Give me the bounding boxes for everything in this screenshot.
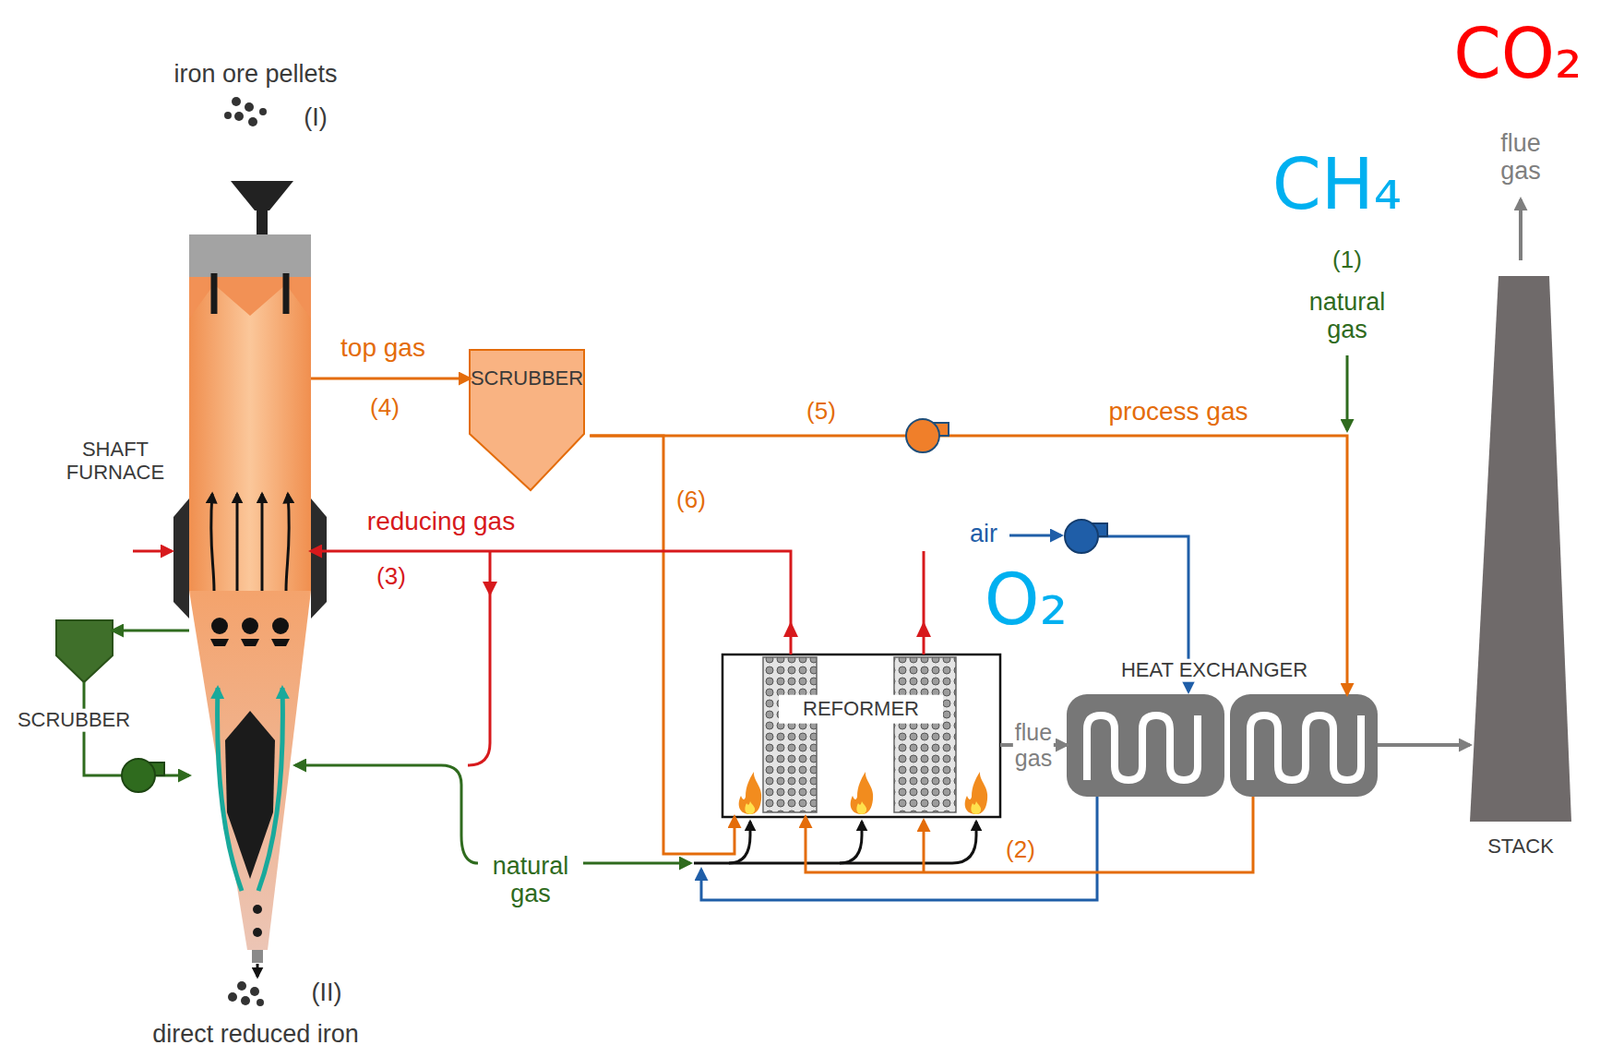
pellet-cluster — [224, 96, 267, 127]
flow-connector — [310, 377, 470, 381]
furnace-body — [189, 276, 311, 591]
node-title: SHAFT FURNACE — [66, 438, 165, 484]
distributor-legs — [214, 273, 287, 314]
scrubber: SCRUBBER — [469, 349, 590, 490]
callout-number: (4) — [370, 394, 400, 421]
burner-flame — [850, 771, 874, 814]
reformer: REFORMER — [722, 654, 1001, 817]
reformer-tube — [894, 656, 956, 812]
flow-connector — [310, 550, 791, 655]
flow-connector — [1377, 742, 1470, 747]
natural-gas-line — [295, 764, 478, 863]
material-label: iron ore pellets — [173, 59, 337, 88]
stack-chimney — [1469, 275, 1572, 822]
flow-arrowhead — [482, 581, 498, 597]
material-label: direct reduced iron — [152, 1019, 359, 1048]
stream-label: reducing gas — [367, 506, 515, 536]
burner-flame — [965, 771, 989, 814]
stream-label: air — [969, 519, 998, 548]
burden-feeders — [210, 617, 290, 646]
chemical-formula: CH₄ — [1272, 149, 1403, 220]
reformer-tube — [763, 656, 817, 812]
discharge-arrow — [256, 963, 260, 977]
bustle-pipe — [310, 498, 327, 619]
air-inlet-arrow — [1009, 534, 1062, 538]
node-title: SCRUBBER — [14, 708, 133, 732]
burner-fuel-lines — [693, 821, 977, 863]
stream-label: process gas — [1109, 396, 1249, 426]
chemical-formula: CO₂ — [1453, 19, 1583, 88]
stream-label: natural gas — [1309, 287, 1386, 344]
natural-gas-line — [583, 861, 691, 865]
natural-gas-feed — [1346, 355, 1350, 430]
flow-arrowhead — [916, 620, 932, 637]
heat-exchanger-coil — [1086, 715, 1198, 780]
burner-flame — [739, 771, 763, 814]
gas-flow-arrows — [211, 493, 290, 591]
callout-number: (6) — [676, 486, 706, 514]
scrubber-vessel — [469, 349, 585, 490]
chemical-formula: O₂ — [984, 564, 1068, 635]
pellet — [252, 904, 263, 914]
heat-exchanger-coil — [1250, 715, 1362, 780]
stream-label: flue gas — [1013, 717, 1054, 772]
process-gas-branch — [922, 820, 926, 872]
shaft-furnace: SHAFT FURNACE — [189, 234, 311, 951]
node-title: SCRUBBER — [470, 367, 584, 391]
compressor-symbol — [906, 418, 949, 453]
flow-connector — [589, 435, 1348, 694]
furnace-cone — [189, 590, 311, 950]
flow-connector — [805, 796, 1254, 872]
stream-label: natural gas — [492, 851, 570, 908]
discharge-pipe — [251, 949, 263, 963]
pellet — [252, 927, 263, 937]
cooling-gas-arrows — [217, 687, 284, 891]
node-title: HEAT EXCHANGER — [1118, 658, 1311, 682]
burden-top — [189, 276, 311, 319]
callout-number: (II) — [311, 978, 343, 1006]
callout-number: (3) — [376, 562, 406, 590]
heat-exchanger-unit — [1066, 693, 1225, 797]
scrubber-vessel — [56, 620, 113, 682]
callout-number: (1) — [1332, 246, 1362, 274]
flow-connector — [112, 629, 190, 633]
reformer-housing — [722, 654, 1001, 817]
stack: STACK — [1469, 275, 1572, 822]
reducing-gas-branch — [922, 550, 926, 655]
stream-label: flue gas — [1500, 129, 1541, 185]
compressor-symbol — [1064, 519, 1108, 553]
flue-gas-arrow — [1518, 199, 1523, 261]
preheated-air-line — [701, 796, 1098, 900]
stream-label: top gas — [340, 333, 426, 362]
callout-number: (I) — [303, 103, 327, 132]
compressor-symbol — [121, 758, 165, 792]
flow-connector — [589, 435, 735, 854]
callout-number: (5) — [806, 397, 836, 425]
heat-exchanger-unit — [1229, 693, 1378, 797]
node-title: REFORMER — [778, 694, 944, 724]
scrubber: SCRUBBER — [56, 620, 113, 682]
feed-hopper — [230, 180, 294, 211]
callout-number: (2) — [1005, 835, 1036, 863]
oxygen-injection-arrow — [132, 549, 172, 553]
furnace-top — [189, 234, 311, 281]
heat-exchanger: HEAT EXCHANGER — [1066, 693, 1378, 797]
pellet-cluster — [227, 980, 264, 1006]
bustle-pipe — [173, 498, 190, 619]
node-title: STACK — [1487, 835, 1554, 859]
